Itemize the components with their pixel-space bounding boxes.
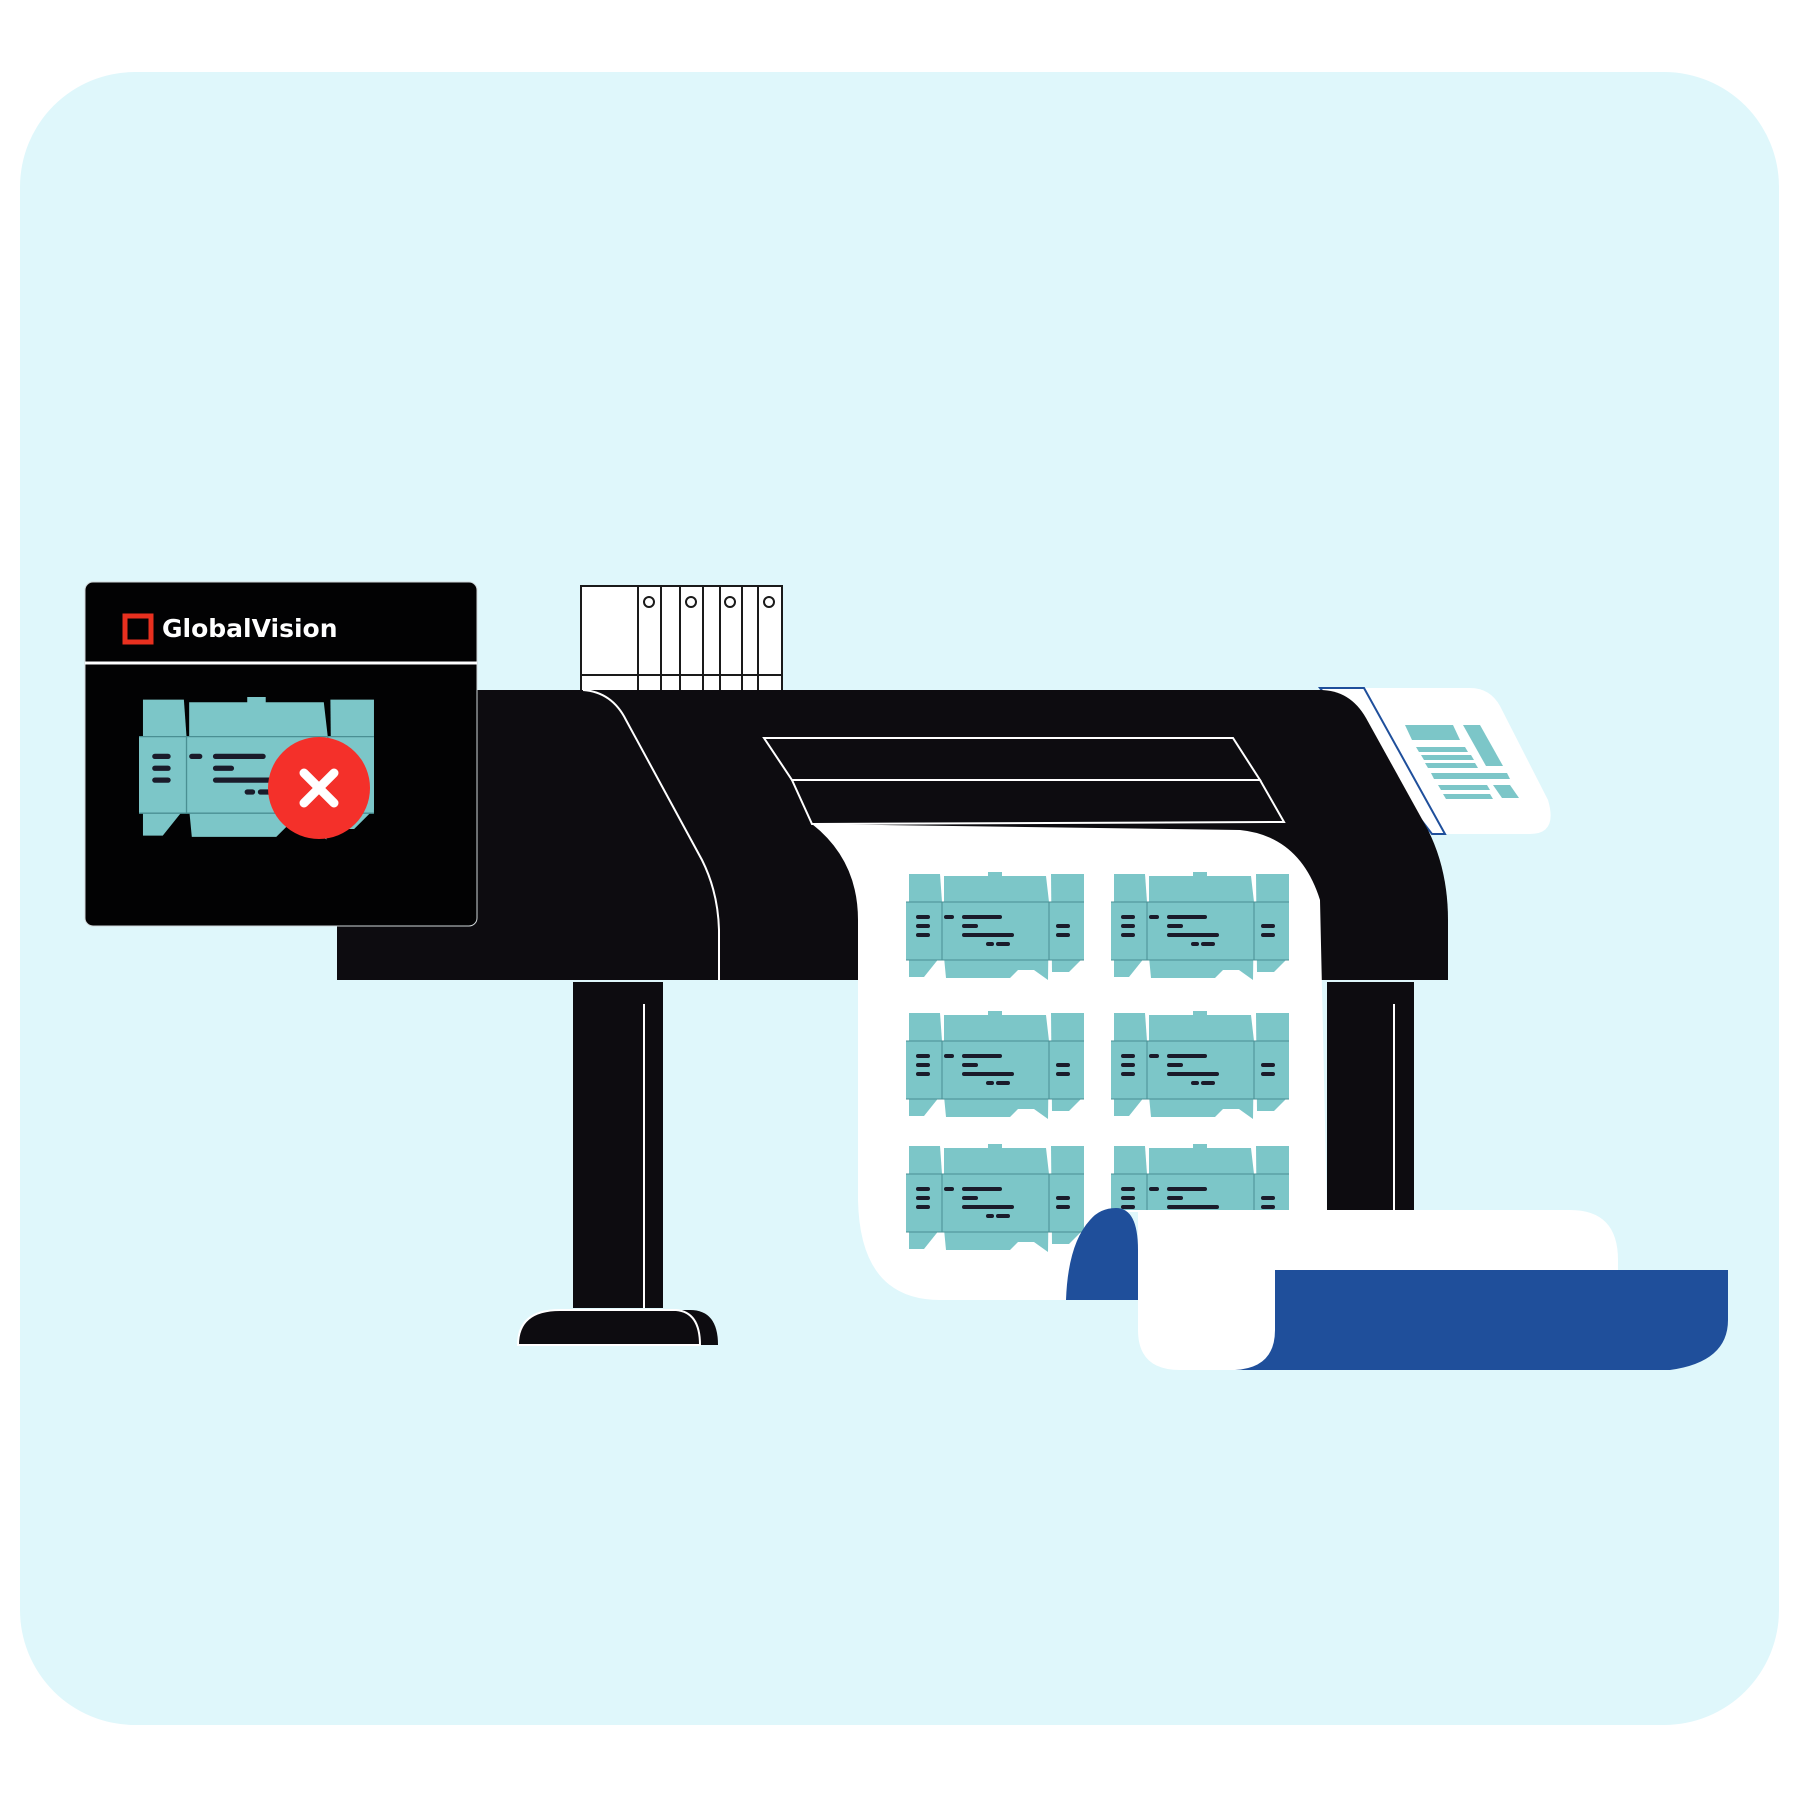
binders-icon — [580, 585, 783, 693]
logo-square-icon — [122, 613, 154, 645]
inspection-panel: GlobalVision — [84, 581, 478, 927]
brand-name: GlobalVision — [162, 614, 338, 643]
document-lines-icon — [1405, 725, 1519, 799]
printed-paper — [812, 824, 1728, 1370]
printer-legs — [516, 982, 1414, 1346]
x-mark-icon — [268, 737, 370, 839]
